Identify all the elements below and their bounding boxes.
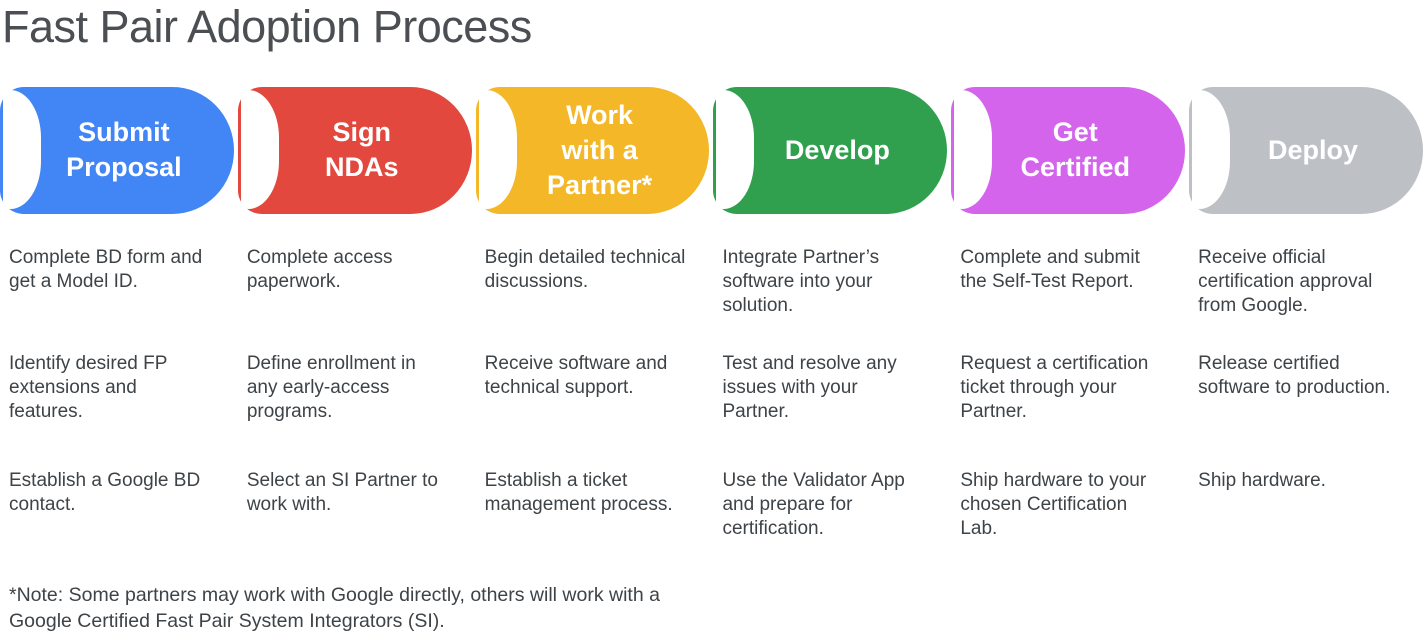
desc-text: Use the Validator App and prepare for ce… xyxy=(722,469,905,539)
stage-work-with-partner: Work with a Partner* xyxy=(475,86,710,214)
stage-get-certified: Get Certified xyxy=(951,86,1186,214)
desc-text: Test and resolve any issues with your Pa… xyxy=(722,352,897,422)
desc-sign-ndas-1: Complete access paperwork. xyxy=(238,246,472,352)
stage-label: Sign NDAs xyxy=(324,117,399,182)
desc-text: Select an SI Partner to work with. xyxy=(246,469,438,515)
stage-deploy: Deploy xyxy=(1189,86,1423,214)
desc-text: Receive official certification approval … xyxy=(1198,246,1373,316)
desc-get-certified-2: Request a certification ticket through y… xyxy=(951,352,1185,469)
desc-work-with-partner-1: Begin detailed technical discussions. xyxy=(476,246,710,352)
description-row-3: Establish a Google BD contact. Select an… xyxy=(0,469,1423,541)
desc-text: Complete access paperwork. xyxy=(246,246,393,292)
footnote: *Note: Some partners may work with Googl… xyxy=(9,583,660,632)
stage-label: Deploy xyxy=(1268,134,1359,165)
desc-work-with-partner-3: Establish a ticket management process. xyxy=(476,469,710,541)
desc-sign-ndas-3: Select an SI Partner to work with. xyxy=(238,469,472,541)
desc-get-certified-3: Ship hardware to your chosen Certificati… xyxy=(951,469,1185,541)
stage-descriptions: Complete BD form and get a Model ID. Com… xyxy=(0,246,1423,541)
page-title: Fast Pair Adoption Process xyxy=(2,1,532,52)
desc-text: Integrate Partner’s software into your s… xyxy=(722,246,880,316)
desc-develop-3: Use the Validator App and prepare for ce… xyxy=(713,469,947,541)
desc-develop-2: Test and resolve any issues with your Pa… xyxy=(713,352,947,469)
stage-label: Develop xyxy=(784,134,890,165)
desc-submit-proposal-3: Establish a Google BD contact. xyxy=(0,469,234,541)
desc-text: Establish a ticket management process. xyxy=(484,469,673,515)
desc-get-certified-1: Complete and submit the Self-Test Report… xyxy=(951,246,1185,352)
stage-submit-proposal: Submit Proposal xyxy=(0,86,234,214)
process-ribbon: Submit Proposal Sign NDAs Work with a Pa… xyxy=(0,86,1423,214)
desc-submit-proposal-2: Identify desired FP extensions and featu… xyxy=(0,352,234,469)
desc-text: Define enrollment in any early-access pr… xyxy=(246,352,416,422)
desc-develop-1: Integrate Partner’s software into your s… xyxy=(713,246,947,352)
desc-submit-proposal-1: Complete BD form and get a Model ID. xyxy=(0,246,234,352)
desc-text: Release certified software to production… xyxy=(1198,352,1391,398)
desc-text: Identify desired FP extensions and featu… xyxy=(9,352,168,422)
desc-text: Receive software and technical support. xyxy=(484,352,668,398)
desc-sign-ndas-2: Define enrollment in any early-access pr… xyxy=(238,352,472,469)
desc-text: Ship hardware to your chosen Certificati… xyxy=(960,469,1147,539)
desc-text: Begin detailed technical discussions. xyxy=(484,246,686,292)
stage-label: Get Certified xyxy=(1020,117,1130,182)
desc-deploy-3: Ship hardware. xyxy=(1189,469,1423,541)
stage-sign-ndas: Sign NDAs xyxy=(237,86,472,214)
stage-develop: Develop xyxy=(713,86,948,214)
desc-work-with-partner-2: Receive software and technical support. xyxy=(476,352,710,469)
desc-text: Complete and submit the Self-Test Report… xyxy=(960,246,1140,292)
desc-text: Establish a Google BD contact. xyxy=(9,469,201,515)
desc-deploy-2: Release certified software to production… xyxy=(1189,352,1423,469)
stage-label: Submit Proposal xyxy=(66,117,182,182)
desc-text: Complete BD form and get a Model ID. xyxy=(9,246,203,292)
description-row-1: Complete BD form and get a Model ID. Com… xyxy=(0,246,1423,352)
desc-text: Ship hardware. xyxy=(1198,469,1326,491)
desc-text: Request a certification ticket through y… xyxy=(960,352,1149,422)
desc-deploy-1: Receive official certification approval … xyxy=(1189,246,1423,352)
stage-label: Work with a Partner* xyxy=(547,99,653,200)
description-row-2: Identify desired FP extensions and featu… xyxy=(0,352,1423,469)
